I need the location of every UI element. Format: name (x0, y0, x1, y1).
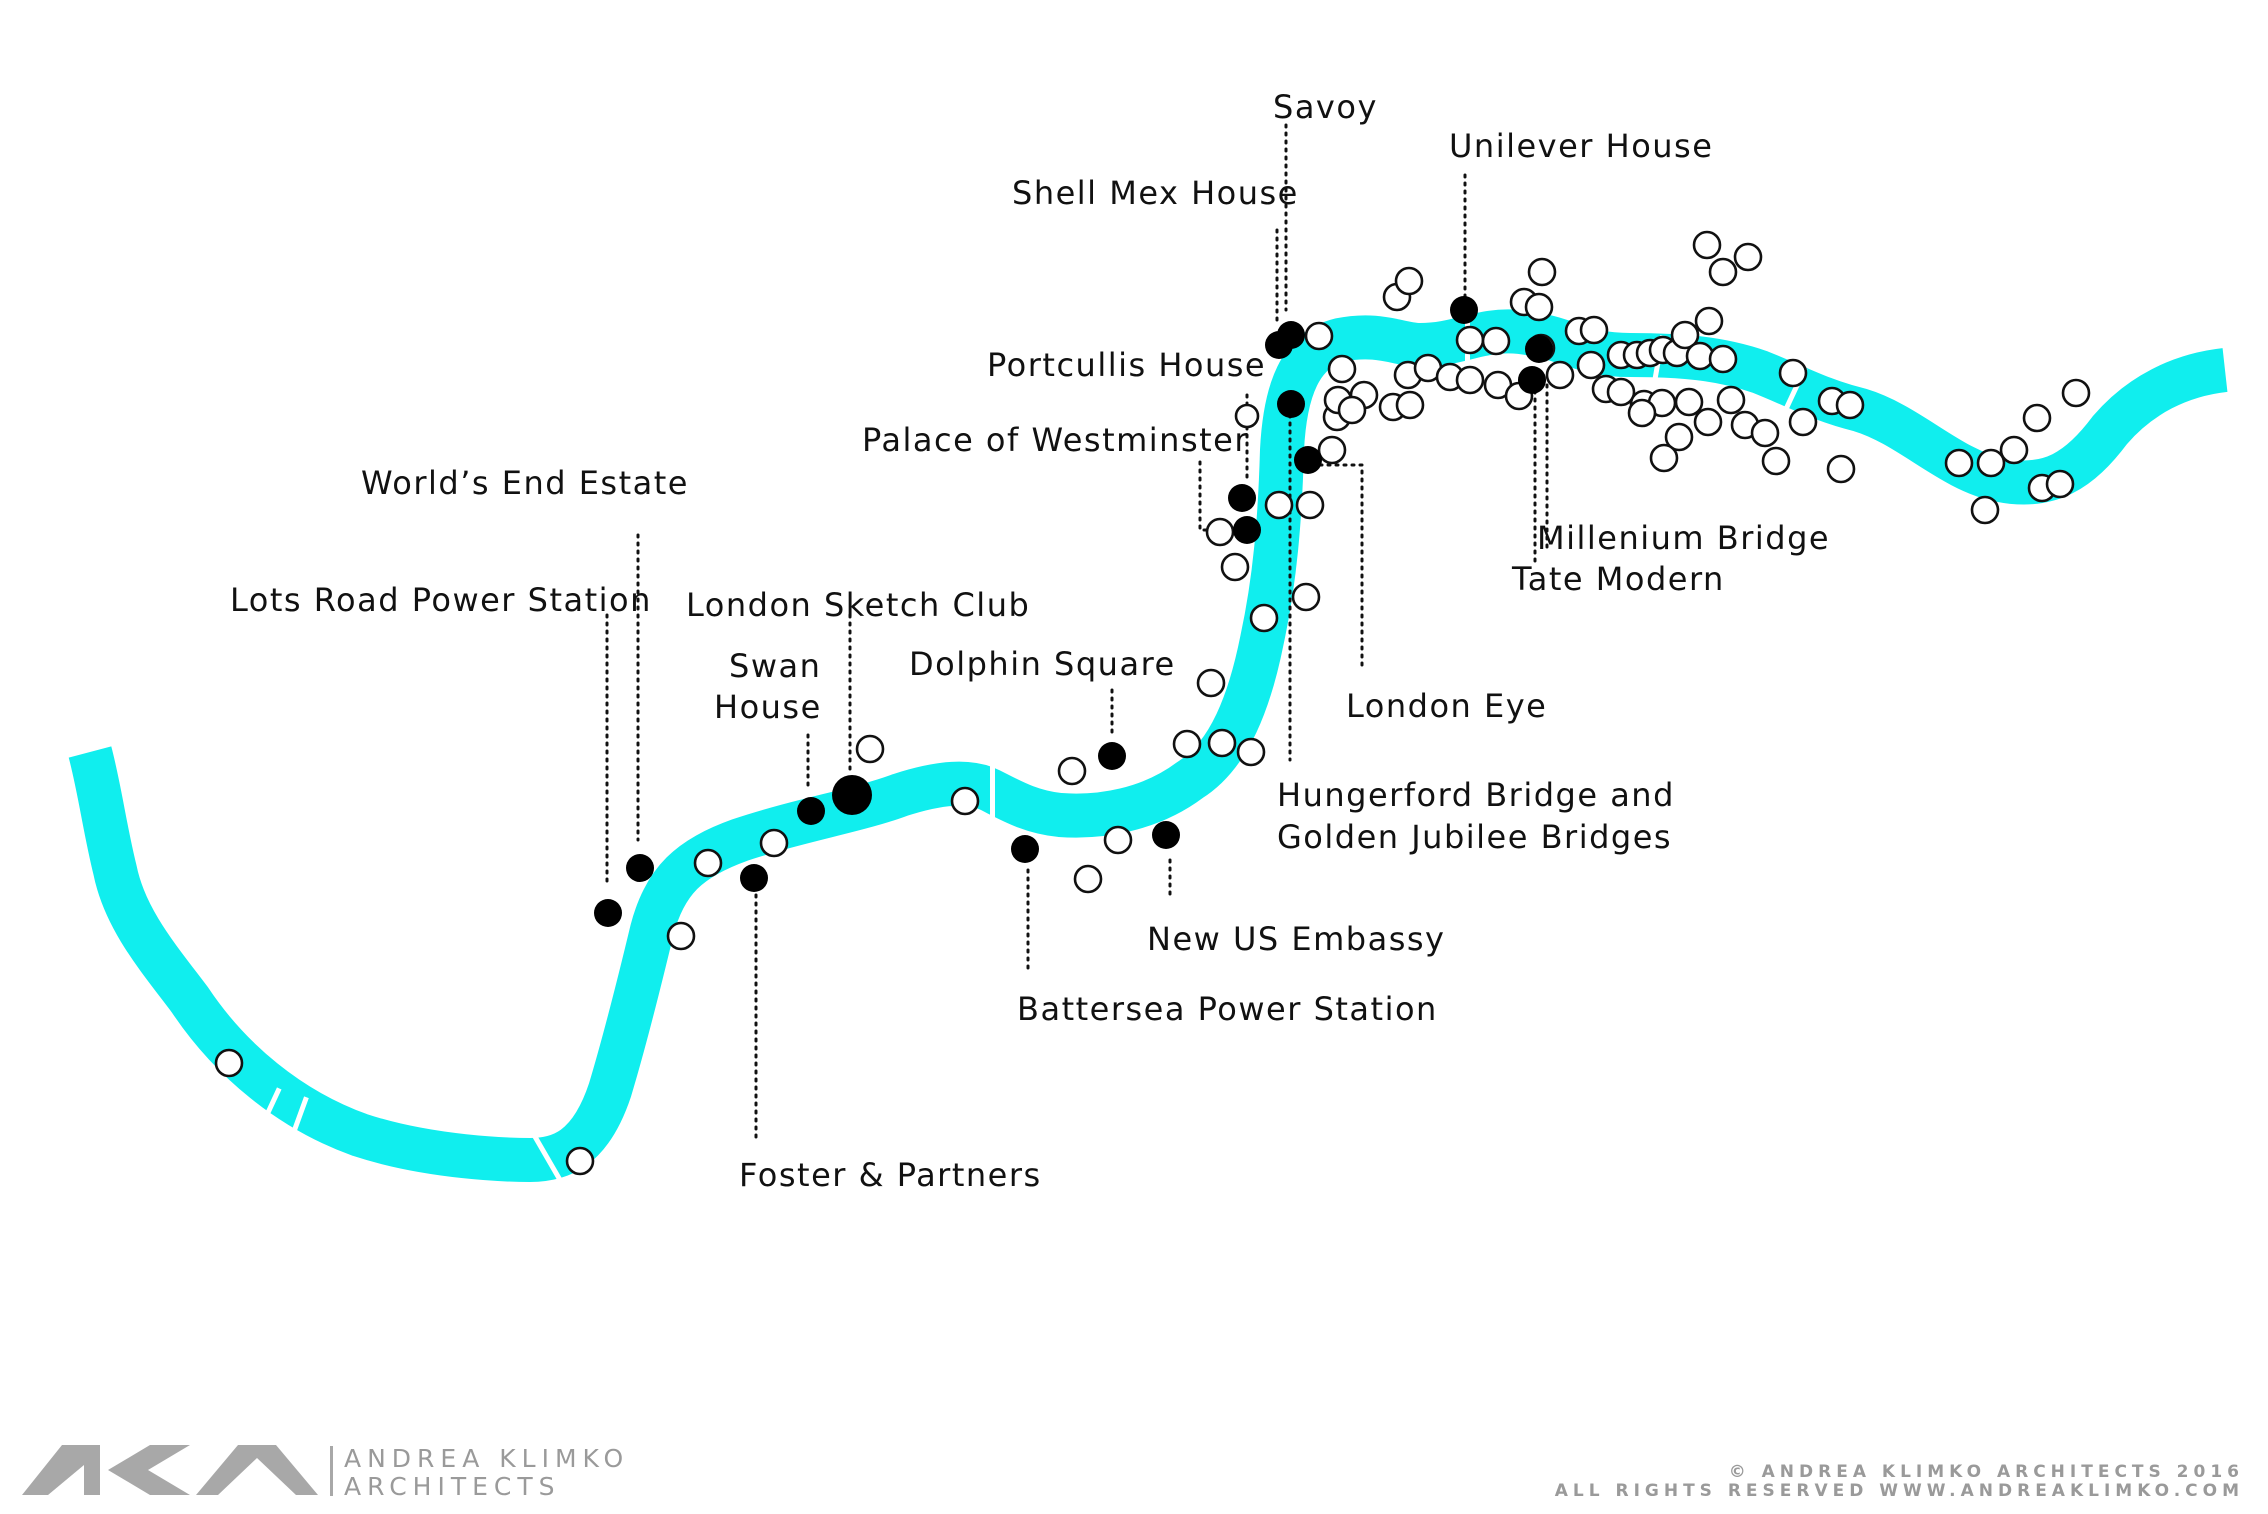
label-hungerford-bridge-line2: Golden Jubilee Bridges (1277, 818, 1672, 856)
landmark-markers (594, 296, 1553, 927)
label-shell-mex-house: Shell Mex House (1012, 174, 1299, 212)
label-foster-and-partners: Foster & Partners (739, 1156, 1042, 1194)
open-site-markers (214, 230, 2091, 1176)
label-worlds-end-estate: World’s End Estate (361, 464, 689, 502)
label-dolphin-square: Dolphin Square (909, 645, 1176, 683)
copyright-line2: ALL RIGHTS RESERVED WWW.ANDREAKLIMKO.COM (1555, 1481, 2244, 1501)
label-portcullis-house: Portcullis House (987, 346, 1266, 384)
label-tate-modern: Tate Modern (1511, 560, 1725, 598)
label-london-eye: London Eye (1346, 687, 1547, 725)
logo-name-line2: ARCHITECTS (344, 1472, 561, 1501)
label-house: House (714, 688, 822, 726)
label-palace-of-westminster: Palace of Westminster (862, 421, 1249, 459)
copyright-line1: © ANDREA KLIMKO ARCHITECTS 2016 (1729, 1462, 2244, 1482)
label-lots-road-power-station: Lots Road Power Station (230, 581, 652, 619)
label-hungerford-bridge-line1: Hungerford Bridge and (1277, 776, 1675, 814)
label-millenium-bridge: Millenium Bridge (1537, 519, 1830, 557)
label-battersea-power-station: Battersea Power Station (1017, 990, 1438, 1028)
label-new-us-embassy: New US Embassy (1147, 920, 1445, 958)
label-london-sketch-club: London Sketch Club (686, 586, 1030, 624)
landmark-labels: Savoy Unilever House Shell Mex House Por… (230, 88, 1830, 1194)
label-unilever-house: Unilever House (1449, 127, 1713, 165)
aka-logo (22, 1445, 333, 1496)
logo-name-line1: ANDREA KLIMKO (344, 1444, 629, 1473)
label-swan: Swan (729, 647, 821, 685)
label-savoy: Savoy (1273, 88, 1378, 126)
leader-lines (605, 123, 1549, 1142)
